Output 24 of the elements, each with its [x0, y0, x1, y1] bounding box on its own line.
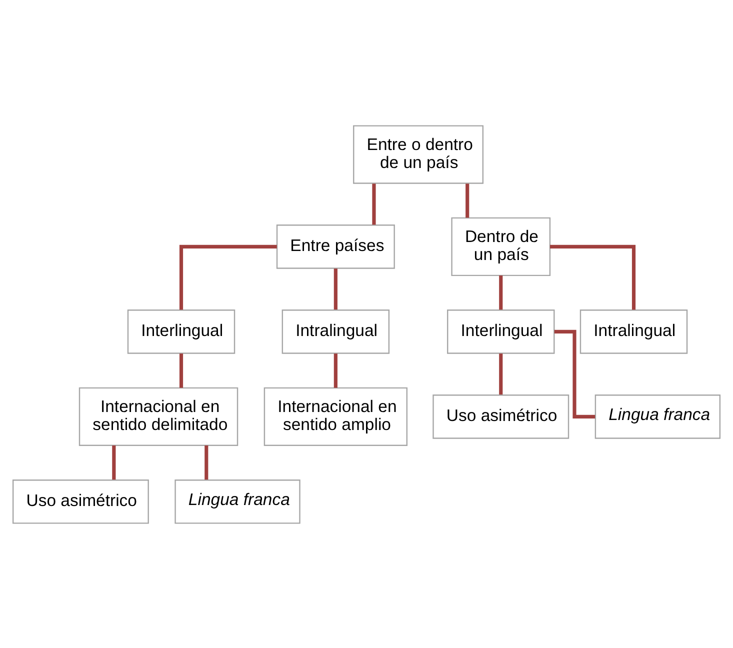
node-box: Internacional en sentido amplio — [264, 386, 408, 446]
connector — [466, 183, 470, 218]
connector — [179, 244, 277, 310]
node-box: Uso asimétrico — [432, 394, 570, 438]
connector — [499, 353, 503, 394]
node-box: Intralingual — [282, 309, 390, 354]
node-box: Lingua franca — [594, 394, 721, 438]
node-box: Lingua franca — [174, 479, 300, 524]
node-box: Dentro de un país — [451, 216, 551, 276]
node-box: Entre o dentro de un país — [353, 124, 484, 184]
connector — [112, 444, 116, 480]
node-box: Interlingual — [447, 309, 555, 354]
connector — [372, 183, 376, 224]
connector — [334, 268, 338, 310]
node-box: Entre países — [276, 224, 395, 268]
node-box: Interlingual — [127, 309, 236, 354]
node-box: Internacional en sentido delimitado — [78, 386, 238, 446]
connector — [204, 444, 208, 480]
connector — [179, 353, 184, 388]
node-box: Intralingual — [580, 309, 688, 354]
connector — [550, 244, 636, 310]
connector — [334, 353, 338, 388]
node-box: Uso asimétrico — [12, 479, 149, 524]
connector — [499, 274, 503, 310]
